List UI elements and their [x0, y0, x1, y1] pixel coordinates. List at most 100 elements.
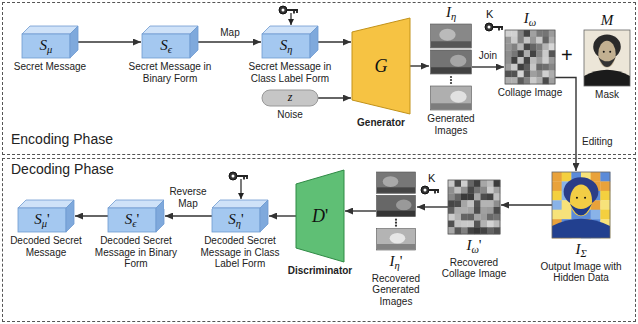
portrait-beard — [598, 57, 615, 67]
cube-side — [66, 200, 74, 232]
collage-frame — [505, 30, 555, 84]
collage-cell — [518, 64, 525, 71]
symbol-label: Sμ' — [34, 211, 49, 230]
collage-cell — [530, 57, 537, 64]
generator-shape: GGenerator — [352, 18, 410, 114]
key-bow — [485, 23, 493, 31]
image-stack: Iη'Recovered Generated Images — [376, 172, 416, 250]
collage-cell — [543, 64, 550, 71]
symbol-letter: G — [375, 56, 388, 76]
collage-cell — [511, 77, 518, 84]
collage-image: Iω'Recovered Collage Image — [448, 180, 500, 234]
symbol-label: IΣ — [575, 241, 586, 260]
portrait-frame — [552, 172, 610, 238]
collage-cell — [448, 200, 455, 207]
symbol-prime: ' — [241, 211, 244, 227]
thumbnail — [377, 195, 416, 216]
cube-top — [108, 200, 164, 208]
message-cube: SϵSecret Message in Binary Form — [142, 26, 198, 58]
collage-cell — [518, 37, 525, 44]
caption-text: Decoded Secret Message — [6, 235, 86, 258]
cube-front — [212, 208, 260, 232]
trapezoid-shape — [352, 18, 410, 114]
collage-cell — [474, 200, 481, 207]
symbol-letter: S — [228, 211, 236, 227]
collage-cell — [536, 44, 543, 51]
mask-image: MMask — [584, 30, 630, 86]
cube-front — [262, 34, 310, 58]
flow-arrow — [75, 215, 108, 216]
collage-cell — [448, 227, 455, 234]
collage-cell — [474, 214, 481, 221]
mosaic-cell — [562, 172, 572, 182]
ellipsis-dot — [450, 76, 452, 78]
collage-cell — [468, 180, 475, 187]
collage-cell — [524, 30, 531, 37]
message-cube: SμSecret Message — [22, 26, 78, 58]
symbol-label: D' — [312, 206, 328, 227]
thumbnail-ground — [377, 244, 415, 249]
thumbnail-ground — [431, 67, 471, 73]
symbol-prime: ' — [47, 211, 50, 227]
symbol-subscript: η — [451, 11, 456, 22]
mosaic-cell — [591, 210, 601, 220]
caption-text: Recovered Collage Image — [439, 257, 509, 280]
collage-cell — [461, 221, 468, 228]
mask-drawing — [584, 30, 630, 86]
message-cube: Sη'Decoded Secret Message in Class Label… — [212, 200, 268, 232]
thumbnail-shape — [383, 176, 399, 187]
collage-cell — [524, 71, 531, 78]
cube-front — [108, 208, 156, 232]
collage-cell — [494, 180, 501, 187]
symbol-letter: z — [288, 90, 293, 104]
key-bit — [429, 190, 439, 194]
key-bow — [421, 186, 429, 194]
flow-arrow — [472, 66, 504, 67]
collage-cell — [481, 180, 488, 187]
collage-cell — [468, 207, 475, 214]
collage-cell — [518, 57, 525, 64]
symbol-subscript: Σ — [580, 248, 586, 259]
symbol-subscript: μ — [47, 43, 52, 54]
collage-cell — [536, 77, 543, 84]
collage-cell — [455, 227, 462, 234]
collage-cell — [511, 30, 518, 37]
collage-cell — [468, 214, 475, 221]
output-image: IΣOutput Image with Hidden Data — [552, 172, 610, 238]
thumbnail — [431, 24, 472, 48]
portrait-frame — [584, 30, 630, 86]
symbol-letter: M — [601, 12, 614, 28]
caption-text: Generated Images — [420, 113, 482, 136]
flow-arrow — [501, 204, 552, 205]
discriminator-shape: D'Discriminator — [296, 170, 344, 262]
message-cube: SηSecret Message in Class Label Form — [262, 26, 318, 58]
collage-cell — [536, 57, 543, 64]
collage-cell — [530, 77, 537, 84]
symbol-letter: I — [390, 253, 395, 269]
collage-cell — [474, 221, 481, 228]
edge-label: Reverse Map — [164, 186, 212, 209]
collage-cell — [524, 64, 531, 71]
symbol-label: Sη — [280, 37, 293, 56]
collage-cell — [487, 214, 494, 221]
thumbnail — [431, 86, 472, 110]
symbol-label: Iη' — [390, 253, 403, 272]
collage-cell — [494, 221, 501, 228]
collage-cell — [487, 221, 494, 228]
collage-cell — [455, 194, 462, 201]
collage-cell — [511, 50, 518, 57]
cube-side — [190, 26, 198, 58]
symbol-letter: S — [34, 211, 42, 227]
collage-cell — [505, 50, 512, 57]
flow-arrow — [318, 97, 351, 98]
collage-cell — [455, 221, 462, 228]
collage-cell — [481, 187, 488, 194]
symbol-label: Iω' — [466, 237, 481, 256]
symbol-prime: ' — [479, 237, 482, 253]
stack-drawing — [430, 24, 472, 110]
portrait-ground — [584, 30, 630, 86]
symbol-letter: S — [280, 37, 288, 53]
thumbnail-shape — [450, 91, 466, 103]
collage-cell — [524, 57, 531, 64]
symbol-label: G — [375, 56, 388, 77]
